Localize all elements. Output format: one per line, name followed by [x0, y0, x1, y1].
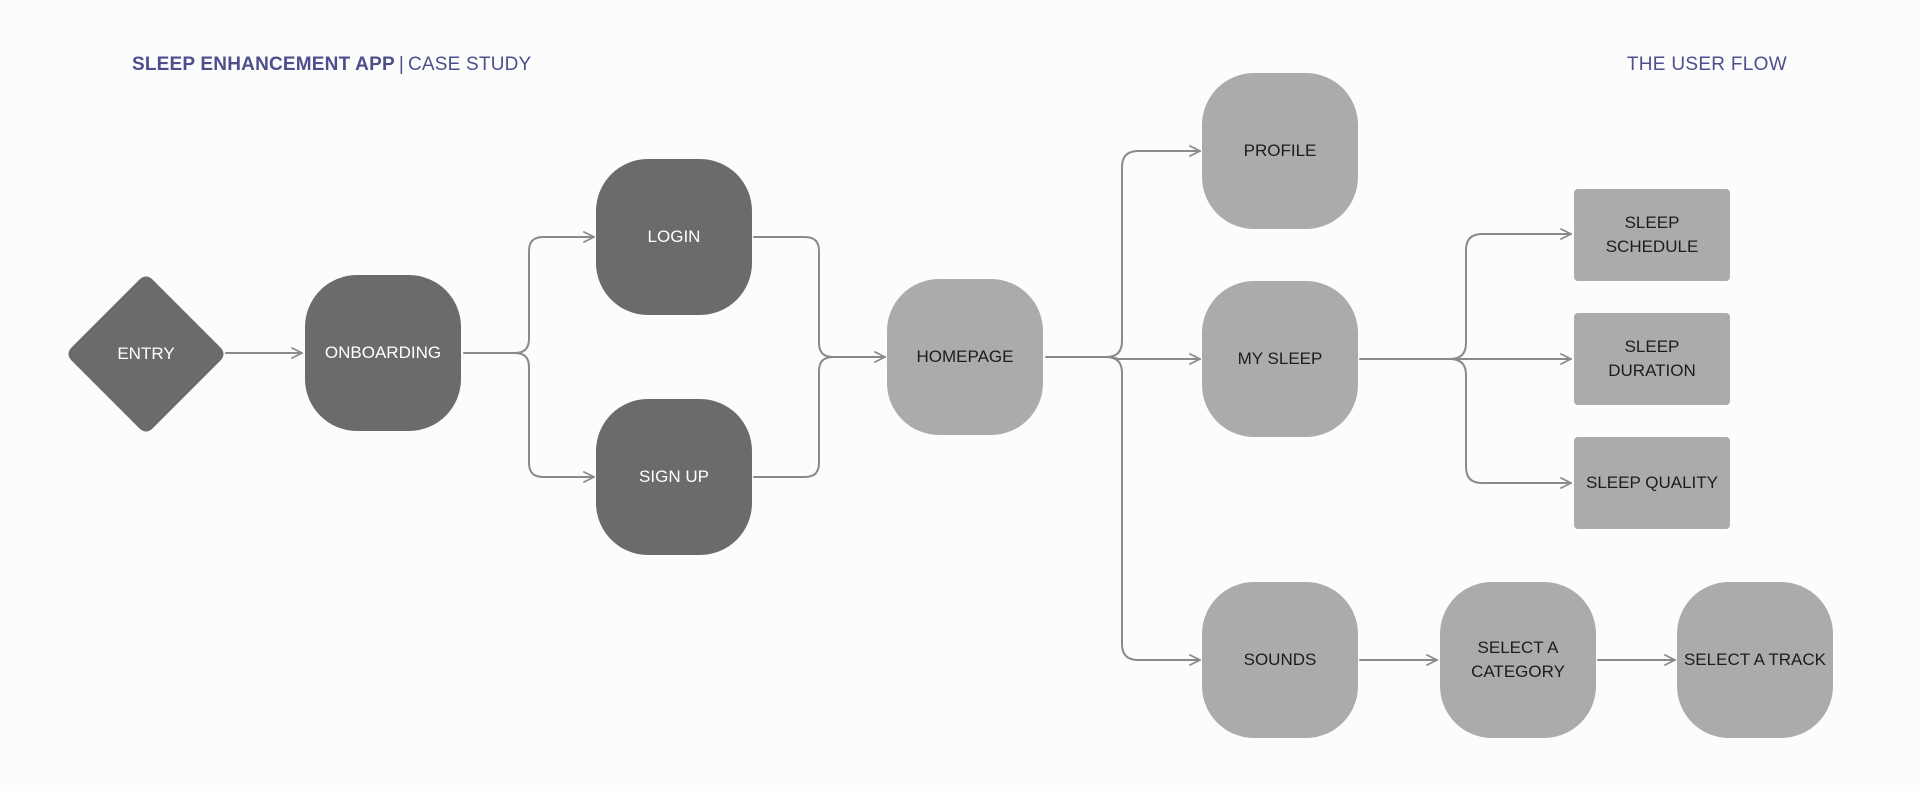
select-track-node: SELECT A TRACK	[1677, 582, 1833, 738]
login-node: LOGIN	[596, 159, 752, 315]
profile-node: PROFILE	[1202, 73, 1358, 229]
connector-mysleep-quality	[1449, 358, 1572, 489]
select-category-node: SELECT A CATEGORY	[1440, 582, 1596, 738]
page-title: SLEEP ENHANCEMENT APP|CASE STUDY	[132, 54, 531, 76]
sleep-schedule-node: SLEEP SCHEDULE	[1574, 189, 1730, 281]
onboarding-node: ONBOARDING	[305, 275, 461, 431]
connector-onboarding-login	[463, 231, 595, 354]
user-flow-title: THE USER FLOW	[1626, 54, 1787, 75]
app-name: SLEEP ENHANCEMENT APP	[132, 54, 395, 75]
connector-homepage-sounds	[1105, 356, 1201, 666]
entry-diamond-shape	[68, 276, 224, 432]
entry-node: ENTRY	[67, 275, 225, 433]
connector-mysleep-schedule	[1449, 228, 1572, 360]
title-separator: |	[398, 54, 404, 75]
my-sleep-node: MY SLEEP	[1202, 281, 1358, 437]
entry-label: ENTRY	[117, 344, 175, 363]
sleep-quality-node: SLEEP QUALITY	[1574, 437, 1730, 529]
connector-homepage-profile	[1105, 145, 1201, 358]
case-study-label: CASE STUDY	[408, 54, 532, 75]
signup-node: SIGN UP	[596, 399, 752, 555]
connector-signup-homepage	[753, 356, 834, 478]
connector-onboarding-signup	[514, 352, 595, 483]
sounds-node: SOUNDS	[1202, 582, 1358, 738]
connector-login-homepage	[753, 236, 886, 363]
homepage-node: HOMEPAGE	[887, 279, 1043, 435]
connector-homepage-mysleep	[1045, 353, 1201, 365]
sleep-duration-node: SLEEP DURATION	[1574, 313, 1730, 405]
